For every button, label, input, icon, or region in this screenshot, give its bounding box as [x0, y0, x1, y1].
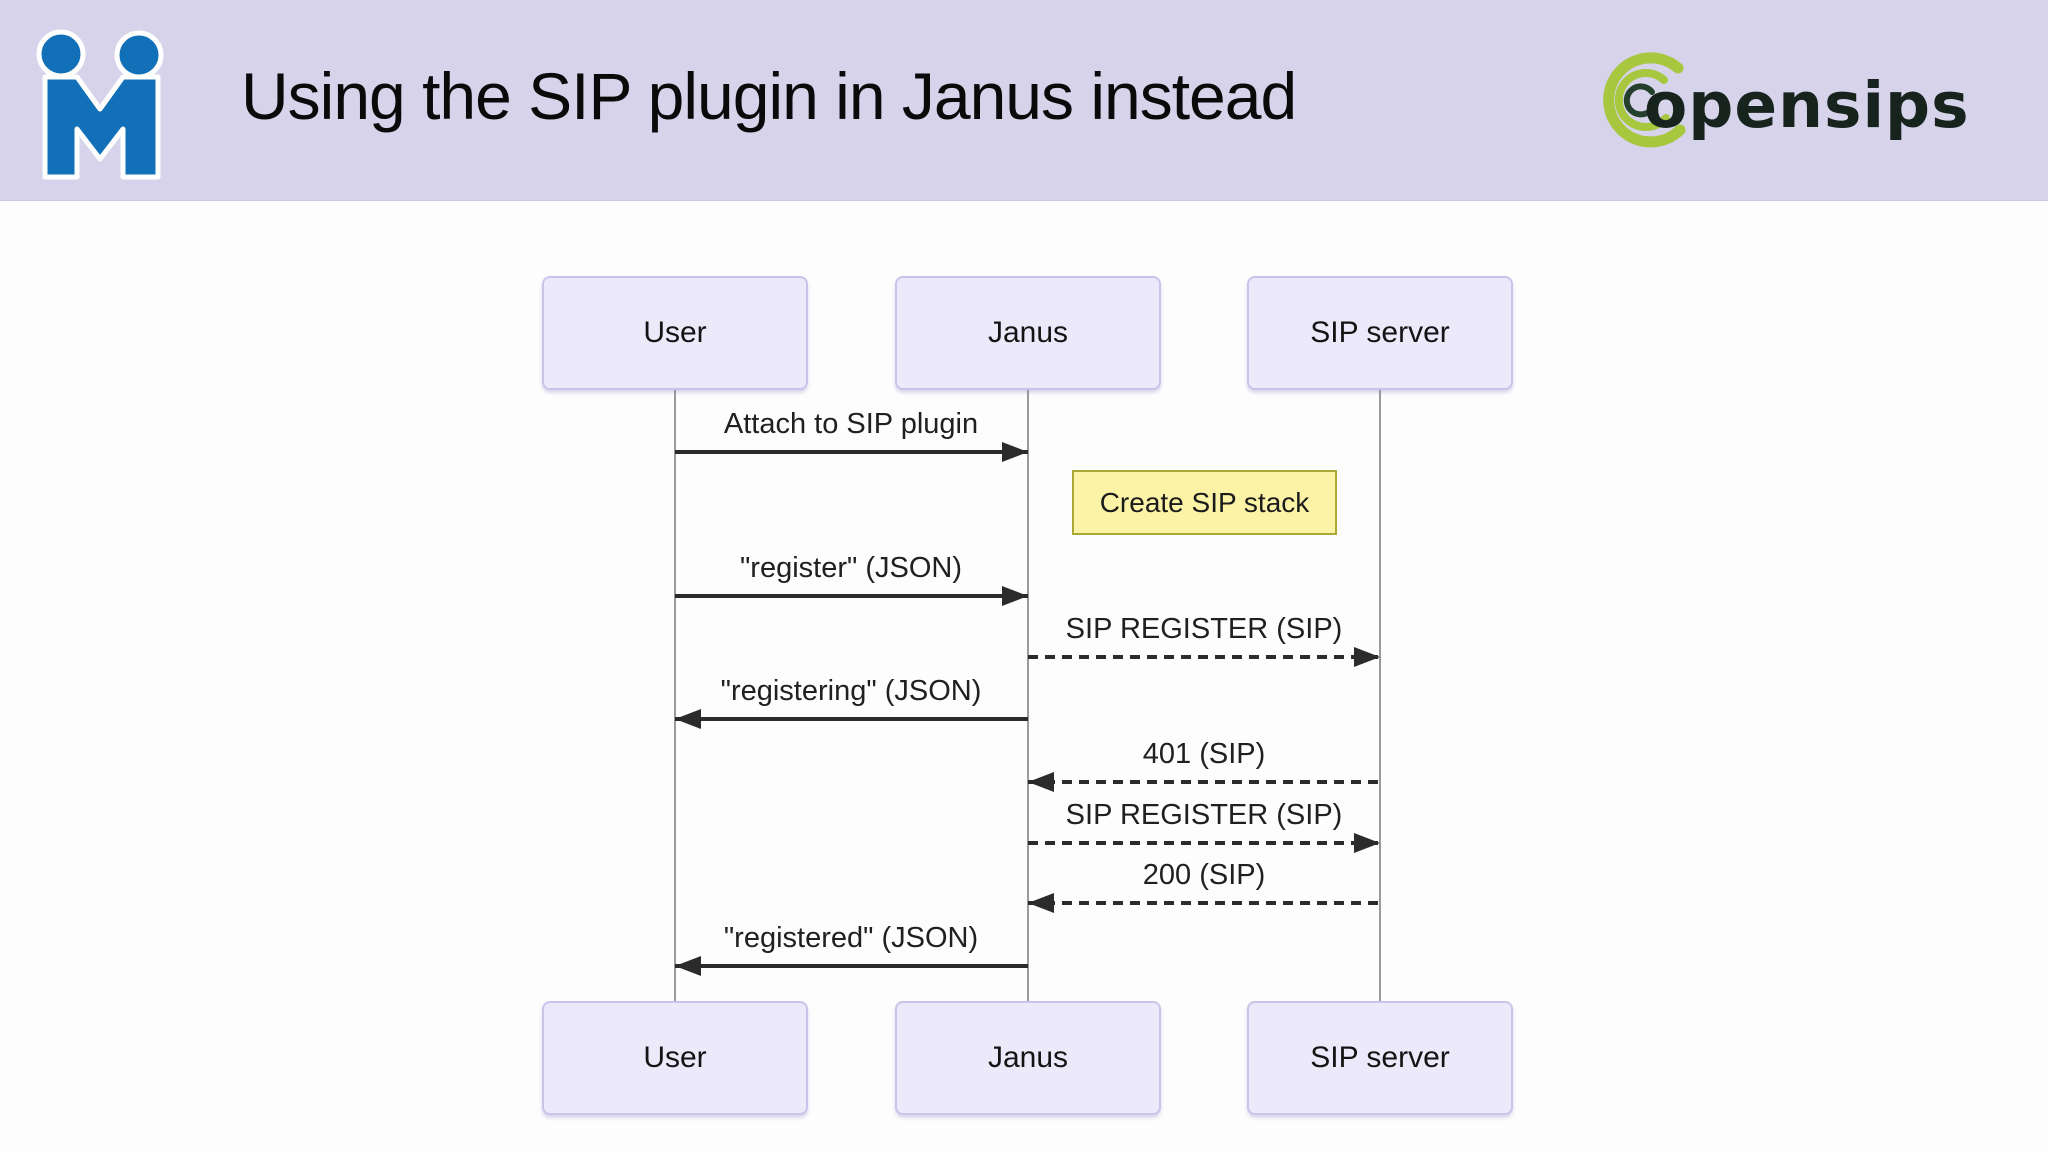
- message-label-attach: Attach to SIP plugin: [723, 408, 979, 440]
- actor-box-user-bottom: User: [542, 1001, 808, 1115]
- actor-box-janus-top: Janus: [895, 276, 1161, 390]
- arrowhead-left-icon: [1028, 893, 1054, 913]
- message-label-sip-register-2: SIP REGISTER (SIP): [1065, 799, 1343, 831]
- actor-label-sip-server: SIP server: [1310, 1041, 1450, 1074]
- arrowhead-left-icon: [675, 709, 701, 729]
- message-label-200: 200 (SIP): [1142, 859, 1266, 891]
- message-line-sip-register-1: [1028, 655, 1380, 659]
- message-line-registered: [675, 964, 1028, 968]
- actor-box-sip-server-bottom: SIP server: [1247, 1001, 1513, 1115]
- actor-box-janus-bottom: Janus: [895, 1001, 1161, 1115]
- message-label-registering: "registering" (JSON): [720, 675, 982, 707]
- arrowhead-left-icon: [675, 956, 701, 976]
- message-line-registering: [675, 717, 1028, 721]
- message-line-attach: [675, 450, 1028, 454]
- message-line-register: [675, 594, 1028, 598]
- opensips-wordmark: opensips: [1644, 69, 1970, 142]
- lifeline-user: [674, 390, 676, 1003]
- actor-label-janus: Janus: [987, 1041, 1069, 1074]
- meetecho-logo-icon: [36, 29, 164, 180]
- actor-label-sip-server: SIP server: [1310, 316, 1450, 349]
- arrowhead-right-icon: [1354, 647, 1380, 667]
- arrowhead-left-icon: [1028, 772, 1054, 792]
- opensips-logo: opensips: [1603, 52, 1970, 148]
- message-label-sip-register-1: SIP REGISTER (SIP): [1065, 613, 1343, 645]
- note-label: Create SIP stack: [1099, 486, 1310, 518]
- message-line-sip-register-2: [1028, 841, 1380, 845]
- header-band: Using the SIP plugin in Janus instead op…: [0, 0, 2048, 201]
- message-line-401: [1028, 780, 1380, 784]
- page-title: Using the SIP plugin in Janus instead: [241, 59, 1297, 133]
- actor-label-user: User: [643, 1041, 707, 1074]
- message-line-200: [1028, 901, 1380, 905]
- lifeline-janus: [1027, 390, 1029, 1003]
- arrowhead-right-icon: [1354, 833, 1380, 853]
- lifeline-sip-server: [1379, 390, 1381, 1003]
- message-label-register: "register" (JSON): [739, 552, 963, 584]
- actor-box-sip-server-top: SIP server: [1247, 276, 1513, 390]
- arrowhead-right-icon: [1002, 442, 1028, 462]
- opensips-swirl-icon: [1603, 52, 1686, 148]
- actor-label-janus: Janus: [987, 316, 1069, 349]
- message-label-401: 401 (SIP): [1142, 738, 1266, 770]
- message-label-registered: "registered" (JSON): [723, 922, 979, 954]
- actor-box-user-top: User: [542, 276, 808, 390]
- actor-label-user: User: [643, 316, 707, 349]
- arrowhead-right-icon: [1002, 586, 1028, 606]
- note-create-sip-stack: Create SIP stack: [1072, 470, 1337, 535]
